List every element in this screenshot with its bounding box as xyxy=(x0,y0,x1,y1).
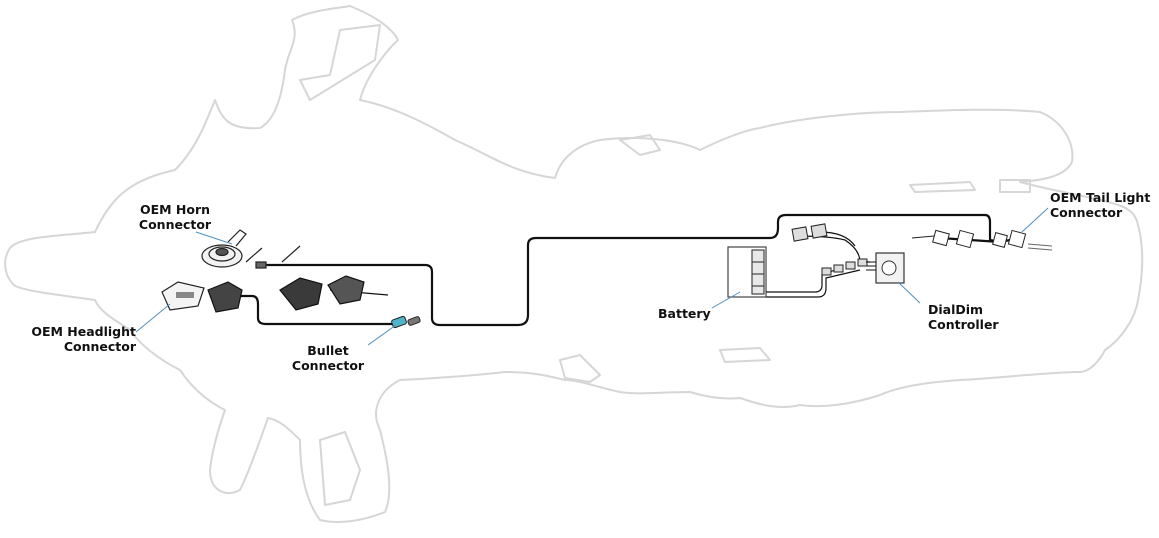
battery-icon xyxy=(727,246,767,298)
bullet-connector-icon xyxy=(391,315,421,329)
horn-icon xyxy=(201,229,301,269)
battery-connectors-icon xyxy=(791,223,868,276)
tail-light-connector-icon xyxy=(911,229,1053,251)
headlight-branch-wire xyxy=(232,294,395,326)
label-oem-horn-connector: OEM Horn Connector xyxy=(138,202,212,232)
motorcycle-outline xyxy=(4,5,1144,523)
label-battery: Battery xyxy=(658,306,711,321)
main-harness-wire xyxy=(265,213,1001,327)
label-dialdim-controller: DialDim Controller xyxy=(928,302,999,332)
leader-lines xyxy=(135,207,1049,346)
label-bullet-connector: Bullet Connector xyxy=(291,343,365,373)
label-oem-headlight-connector: OEM Headlight Connector xyxy=(31,324,136,354)
label-oem-tail-light-connector: OEM Tail Light Connector xyxy=(1050,190,1151,220)
dialdim-controller-icon xyxy=(866,252,905,284)
headlight-connector-icon xyxy=(161,275,365,313)
